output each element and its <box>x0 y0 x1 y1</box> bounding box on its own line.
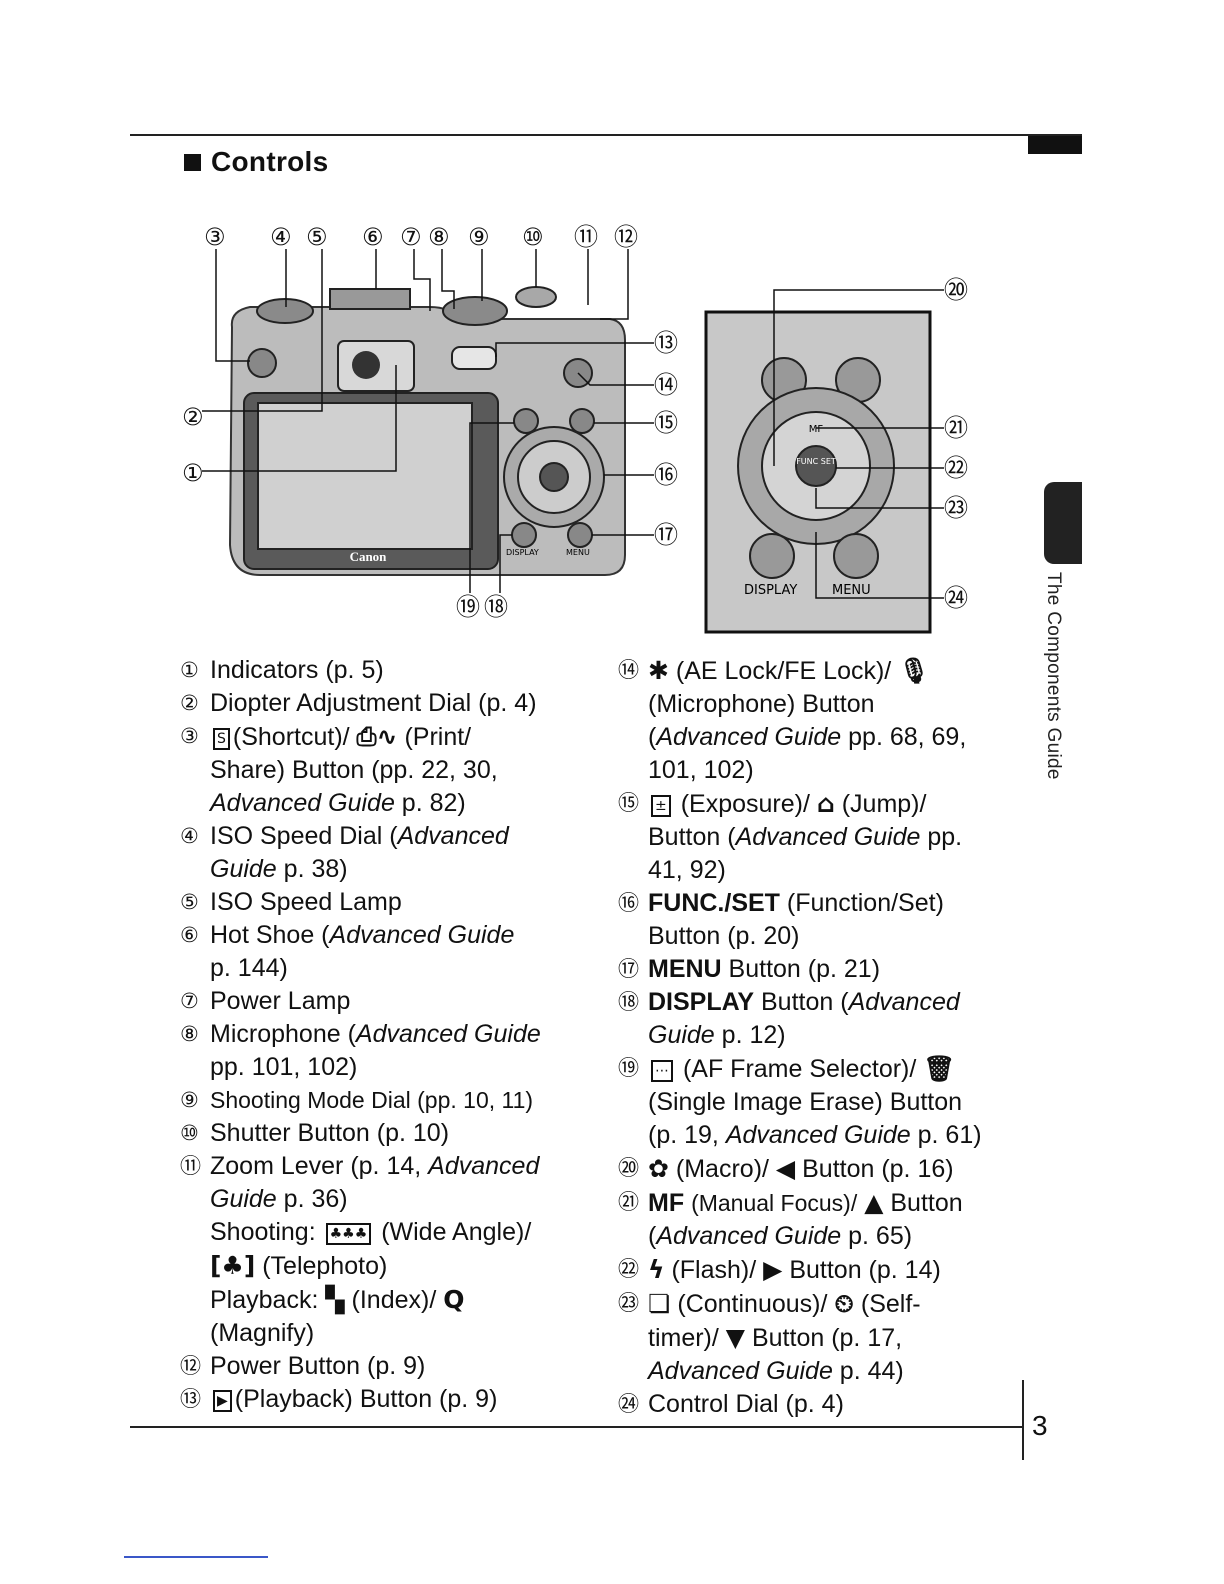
list-item: ⑮ ± (Exposure)/ ⌂ (Jump)/ Button (Advanc… <box>618 789 963 884</box>
callout-23: ㉓ <box>944 494 968 522</box>
up-arrow-icon: ▲ <box>864 1188 884 1217</box>
macro-icon: ✿ <box>648 1154 669 1183</box>
menu-label-detail: MENU <box>832 583 871 598</box>
list-item: ⑪ Zoom Lever (p. 14, Advanced Guide p. 3… <box>180 1152 540 1347</box>
erase-icon: 🗑 <box>923 1054 956 1083</box>
func-set-label: FUNC SET <box>796 457 836 466</box>
af-frame-icon: ⋯ <box>651 1060 673 1082</box>
page-number-divider <box>1022 1380 1024 1460</box>
brand-label: Canon <box>350 549 388 564</box>
list-item: ⑱ DISPLAY Button (Advanced Guide p. 12) <box>618 988 960 1049</box>
callout-11: ⑪ <box>574 223 598 251</box>
right-item-list: ⑭ ✱ (AE Lock/FE Lock)/ 🎙 (Microphone) Bu… <box>618 654 1018 1421</box>
playback-icon: ▶ <box>213 1390 232 1412</box>
magnify-icon: Q <box>443 1285 465 1314</box>
left-arrow-icon: ◀ <box>775 1154 796 1183</box>
microphone-icon: 🎙 <box>898 656 930 685</box>
down-arrow-icon: ▼ <box>725 1323 746 1352</box>
callout-5: ⑤ <box>306 223 328 251</box>
top-rule <box>130 134 1082 136</box>
list-item: ㉒ ϟ (Flash)/ ▶ Button (p. 14) <box>618 1255 941 1284</box>
list-item: ⑳ ✿ (Macro)/ ◀ Button (p. 16) <box>618 1154 954 1183</box>
callout-20: ⑳ <box>944 276 968 304</box>
square-bullet-icon <box>184 154 201 171</box>
list-item: ⑰ MENU Button (p. 21) <box>618 955 881 983</box>
jump-icon: ⌂ <box>816 789 835 818</box>
callout-7: ⑦ <box>400 223 422 251</box>
section-heading: Controls <box>184 146 329 178</box>
callout-13: ⑬ <box>654 329 678 357</box>
callout-3: ③ <box>204 223 226 251</box>
callout-1: ① <box>182 459 204 487</box>
section-title: Controls <box>211 146 329 177</box>
page-number: 3 <box>1032 1410 1048 1441</box>
flash-icon: ϟ <box>648 1255 665 1284</box>
side-tab <box>1044 482 1082 564</box>
bottom-link-underline <box>124 1556 268 1558</box>
exposure-icon: ± <box>651 795 671 817</box>
callout-24: ㉔ <box>944 584 968 612</box>
callout-8: ⑧ <box>428 223 450 251</box>
control-detail-figure: FUNC SET MF DISPLAY MENU ⑳ ㉑ ㉒ ㉓ ㉔ <box>704 276 968 634</box>
telephoto-icon: [♣] <box>210 1251 256 1280</box>
callout-10: ⑩ <box>522 223 544 251</box>
side-tab-label: The Components Guide <box>1043 572 1064 780</box>
self-timer-icon: ⏲ <box>834 1289 854 1318</box>
list-item: ⑭ ✱ (AE Lock/FE Lock)/ 🎙 (Microphone) Bu… <box>618 656 967 784</box>
callout-15: ⑮ <box>654 409 678 437</box>
callout-18: ⑱ <box>484 593 508 621</box>
list-item: ⑧ Microphone (Advanced Guide pp. 101, 10… <box>180 1020 541 1081</box>
callout-19: ⑲ <box>456 593 480 621</box>
shortcut-icon: S <box>213 728 230 750</box>
camera-back-figure: ③ ④ ⑤ ⑥ ⑦ ⑧ ⑨ ⑩ ⑪ ⑫ ⑬ ⑭ ⑮ ⑯ ⑰ ② ① ⑲ ⑱ Ca… <box>182 223 678 621</box>
bottom-rule <box>130 1426 1022 1428</box>
list-item: ㉑ MF (Manual Focus)/ ▲ Button (Advanced … <box>618 1188 963 1250</box>
list-item: ④ ISO Speed Dial (Advanced Guide p. 38) <box>180 822 509 883</box>
callout-17: ⑰ <box>654 521 678 549</box>
list-item: ⑬▶(Playback) Button (p. 9) <box>180 1385 498 1413</box>
print-share-icon: ⎙∿ <box>356 722 398 751</box>
callout-16: ⑯ <box>654 461 678 489</box>
callout-9: ⑨ <box>468 223 490 251</box>
callout-14: ⑭ <box>654 371 678 399</box>
list-item: ⑯ FUNC./SET (Function/Set) Button (p. 20… <box>618 889 944 950</box>
ae-lock-icon: ✱ <box>648 656 669 685</box>
callout-12: ⑫ <box>614 223 638 251</box>
list-item: ③ S(Shortcut)/ ⎙∿ (Print/ Share) Button … <box>180 722 498 817</box>
menu-label: MENU <box>566 548 590 557</box>
display-label-detail: DISPLAY <box>744 583 797 598</box>
callout-2: ② <box>182 403 204 431</box>
right-arrow-icon: ▶ <box>763 1255 783 1284</box>
list-item: ㉓ ❏ (Continuous)/ ⏲ (Self- timer)/ ▼ But… <box>618 1289 921 1385</box>
callout-22: ㉒ <box>944 454 968 482</box>
wide-angle-icon: ♣♣♣ <box>325 1223 372 1245</box>
index-icon: ▚ <box>325 1285 345 1314</box>
callout-21: ㉑ <box>944 414 968 442</box>
callout-6: ⑥ <box>362 223 384 251</box>
callout-4: ④ <box>270 223 292 251</box>
display-label: DISPLAY <box>506 548 539 557</box>
continuous-icon: ❏ <box>648 1289 671 1318</box>
list-item: ⑥ Hot Shoe (Advanced Guide p. 144) <box>180 921 515 982</box>
mf-label: MF <box>809 424 824 435</box>
list-item: ⑲ ⋯ (AF Frame Selector)/ 🗑 (Single Image… <box>618 1054 982 1149</box>
top-corner-tab <box>1028 136 1082 154</box>
